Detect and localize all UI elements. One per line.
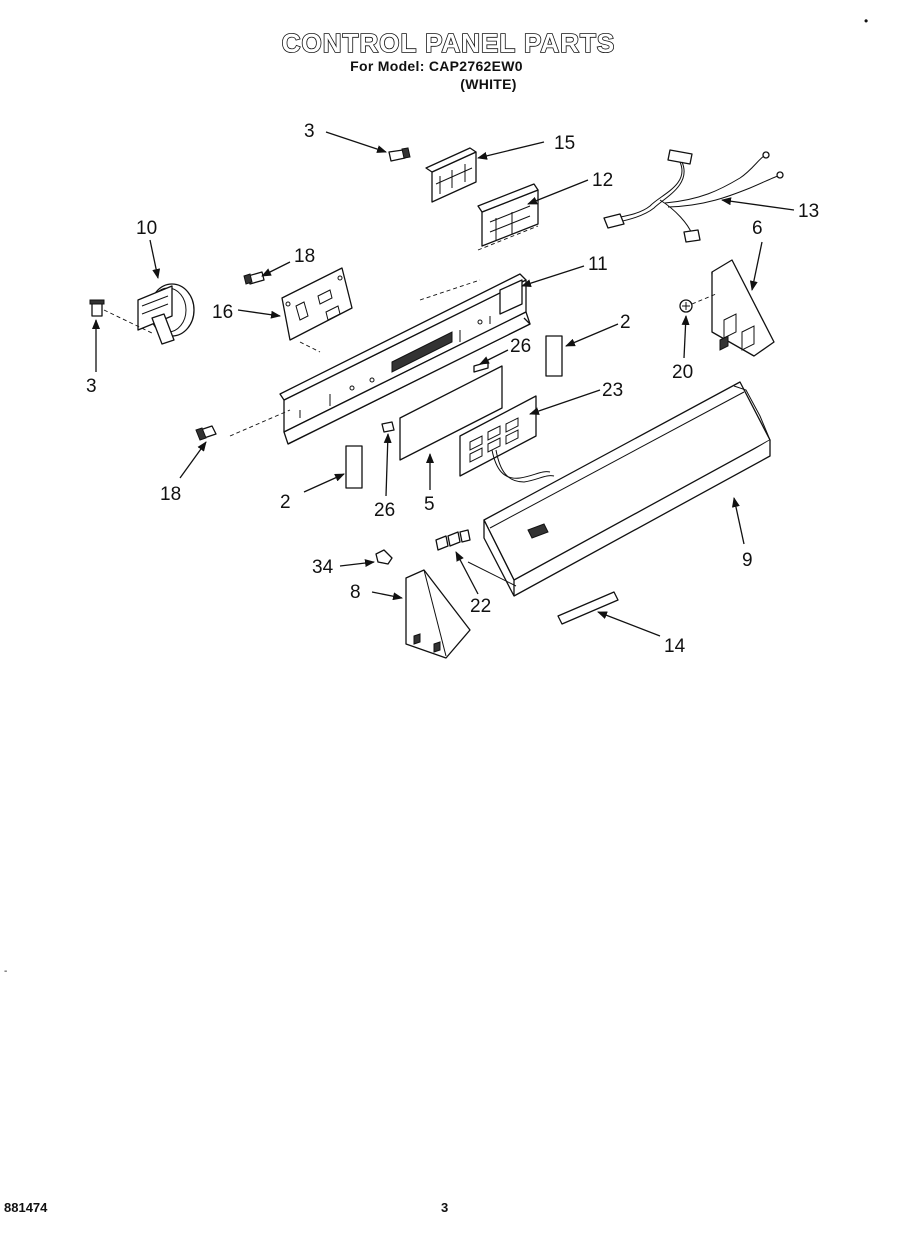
circuit-board-part-16 — [281, 267, 353, 353]
panel-bracket-part-11 — [229, 273, 531, 445]
margin-tick: - — [4, 966, 8, 977]
console-part-9 — [483, 381, 771, 597]
screw-part-3-left — [89, 299, 155, 335]
clip-part-26-bottom — [381, 421, 395, 433]
callout-6: 6 — [752, 218, 763, 239]
callout-13: 13 — [798, 201, 819, 222]
screw-part-3-top — [388, 147, 411, 162]
decal-part-2-left — [345, 445, 363, 489]
bracket-part-15 — [425, 147, 477, 203]
document-number: 881474 — [4, 1200, 48, 1215]
callout-5: 5 — [424, 494, 435, 515]
bracket-part-12 — [477, 183, 539, 251]
callout-10: 10 — [136, 218, 157, 239]
callout-3-left: 3 — [86, 376, 97, 397]
callout-34: 34 — [312, 557, 334, 578]
callout-23: 23 — [602, 380, 623, 401]
model-line: For Model: CAP2762EW0 — [350, 58, 523, 74]
callout-26-top: 26 — [510, 336, 531, 357]
buttons-part-22 — [435, 529, 517, 587]
callout-22: 22 — [470, 596, 491, 617]
callout-11: 11 — [588, 254, 608, 275]
clip-part-34 — [375, 549, 393, 565]
end-cap-part-6 — [711, 259, 775, 357]
color-line: (WHITE) — [460, 76, 517, 92]
screw-part-18-top — [243, 271, 265, 285]
timer-part-10 — [137, 283, 195, 345]
screw-part-18-left — [195, 425, 217, 441]
callout-16: 16 — [212, 302, 233, 323]
callout-2-left: 2 — [280, 492, 291, 513]
overlay-part-5 — [399, 365, 503, 461]
callout-15: 15 — [554, 133, 575, 154]
wire-harness-part-13 — [603, 149, 784, 243]
callout-18-top: 18 — [294, 246, 315, 267]
decal-part-2-right — [545, 335, 563, 377]
page-number: 3 — [441, 1200, 449, 1215]
callout-9: 9 — [742, 550, 753, 571]
page-title: CONTROL PANEL PARTS — [281, 27, 616, 59]
callout-20: 20 — [672, 362, 693, 383]
callout-2-right: 2 — [620, 312, 631, 333]
callout-14: 14 — [664, 636, 686, 657]
callout-12: 12 — [592, 170, 613, 191]
trim-strip-part-14 — [557, 591, 619, 625]
callout-18-left: 18 — [160, 484, 181, 505]
callout-3-top: 3 — [304, 121, 315, 142]
screw-part-20 — [679, 293, 717, 313]
callout-26-bottom: 26 — [374, 500, 395, 521]
end-piece-part-8 — [405, 569, 471, 659]
corner-mark: • — [864, 14, 869, 28]
callout-8: 8 — [350, 582, 361, 603]
keypad-part-23 — [459, 395, 555, 483]
